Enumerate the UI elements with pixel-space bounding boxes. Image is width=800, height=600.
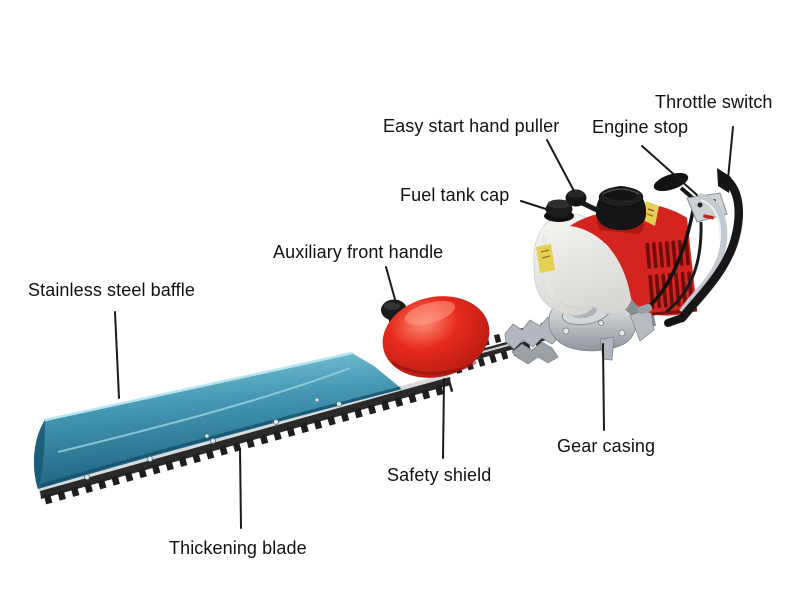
part-label-auxiliary-front-handle: Auxiliary front handle <box>273 242 444 262</box>
leader-lines <box>114 126 734 529</box>
part-label-gear-casing: Gear casing <box>557 436 656 456</box>
leader-thickening-blade <box>239 448 242 529</box>
part-label-stainless-steel-baffle: Stainless steel baffle <box>28 280 195 300</box>
baffle-graphic <box>33 351 402 489</box>
leader-fuel-tank-cap <box>520 200 550 211</box>
tank-sticker <box>536 244 555 273</box>
throttle-switch-graphic <box>717 168 731 193</box>
part-label-fuel-tank-cap: Fuel tank cap <box>400 185 510 205</box>
baffle-rivets <box>84 397 342 480</box>
engine-graphic <box>533 168 744 327</box>
thickening-blade-teeth <box>43 382 454 505</box>
leader-easy-start-hand-puller <box>546 139 575 192</box>
part-label-throttle-switch: Throttle switch <box>655 92 773 112</box>
leader-gear-casing <box>602 343 605 431</box>
part-label-engine-stop: Engine stop <box>592 117 689 137</box>
leader-stainless-steel-baffle <box>114 311 120 399</box>
part-label-easy-start-hand-puller: Easy start hand puller <box>383 116 560 136</box>
safety-shield-graphic <box>382 296 490 378</box>
leader-throttle-switch <box>727 126 734 180</box>
part-label-thickening-blade: Thickening blade <box>169 538 307 558</box>
cables <box>637 205 703 315</box>
fuel-tank-cap-graphic <box>544 199 574 222</box>
part-label-safety-shield: Safety shield <box>387 465 492 485</box>
leader-safety-shield <box>442 378 445 459</box>
hand-puller-graphic <box>565 189 602 214</box>
rear-handle-graphic <box>664 168 744 327</box>
leader-engine-stop <box>641 145 698 196</box>
starter-dome <box>595 186 647 230</box>
engine-sticker <box>643 201 659 226</box>
leader-auxiliary-front-handle <box>385 266 397 304</box>
